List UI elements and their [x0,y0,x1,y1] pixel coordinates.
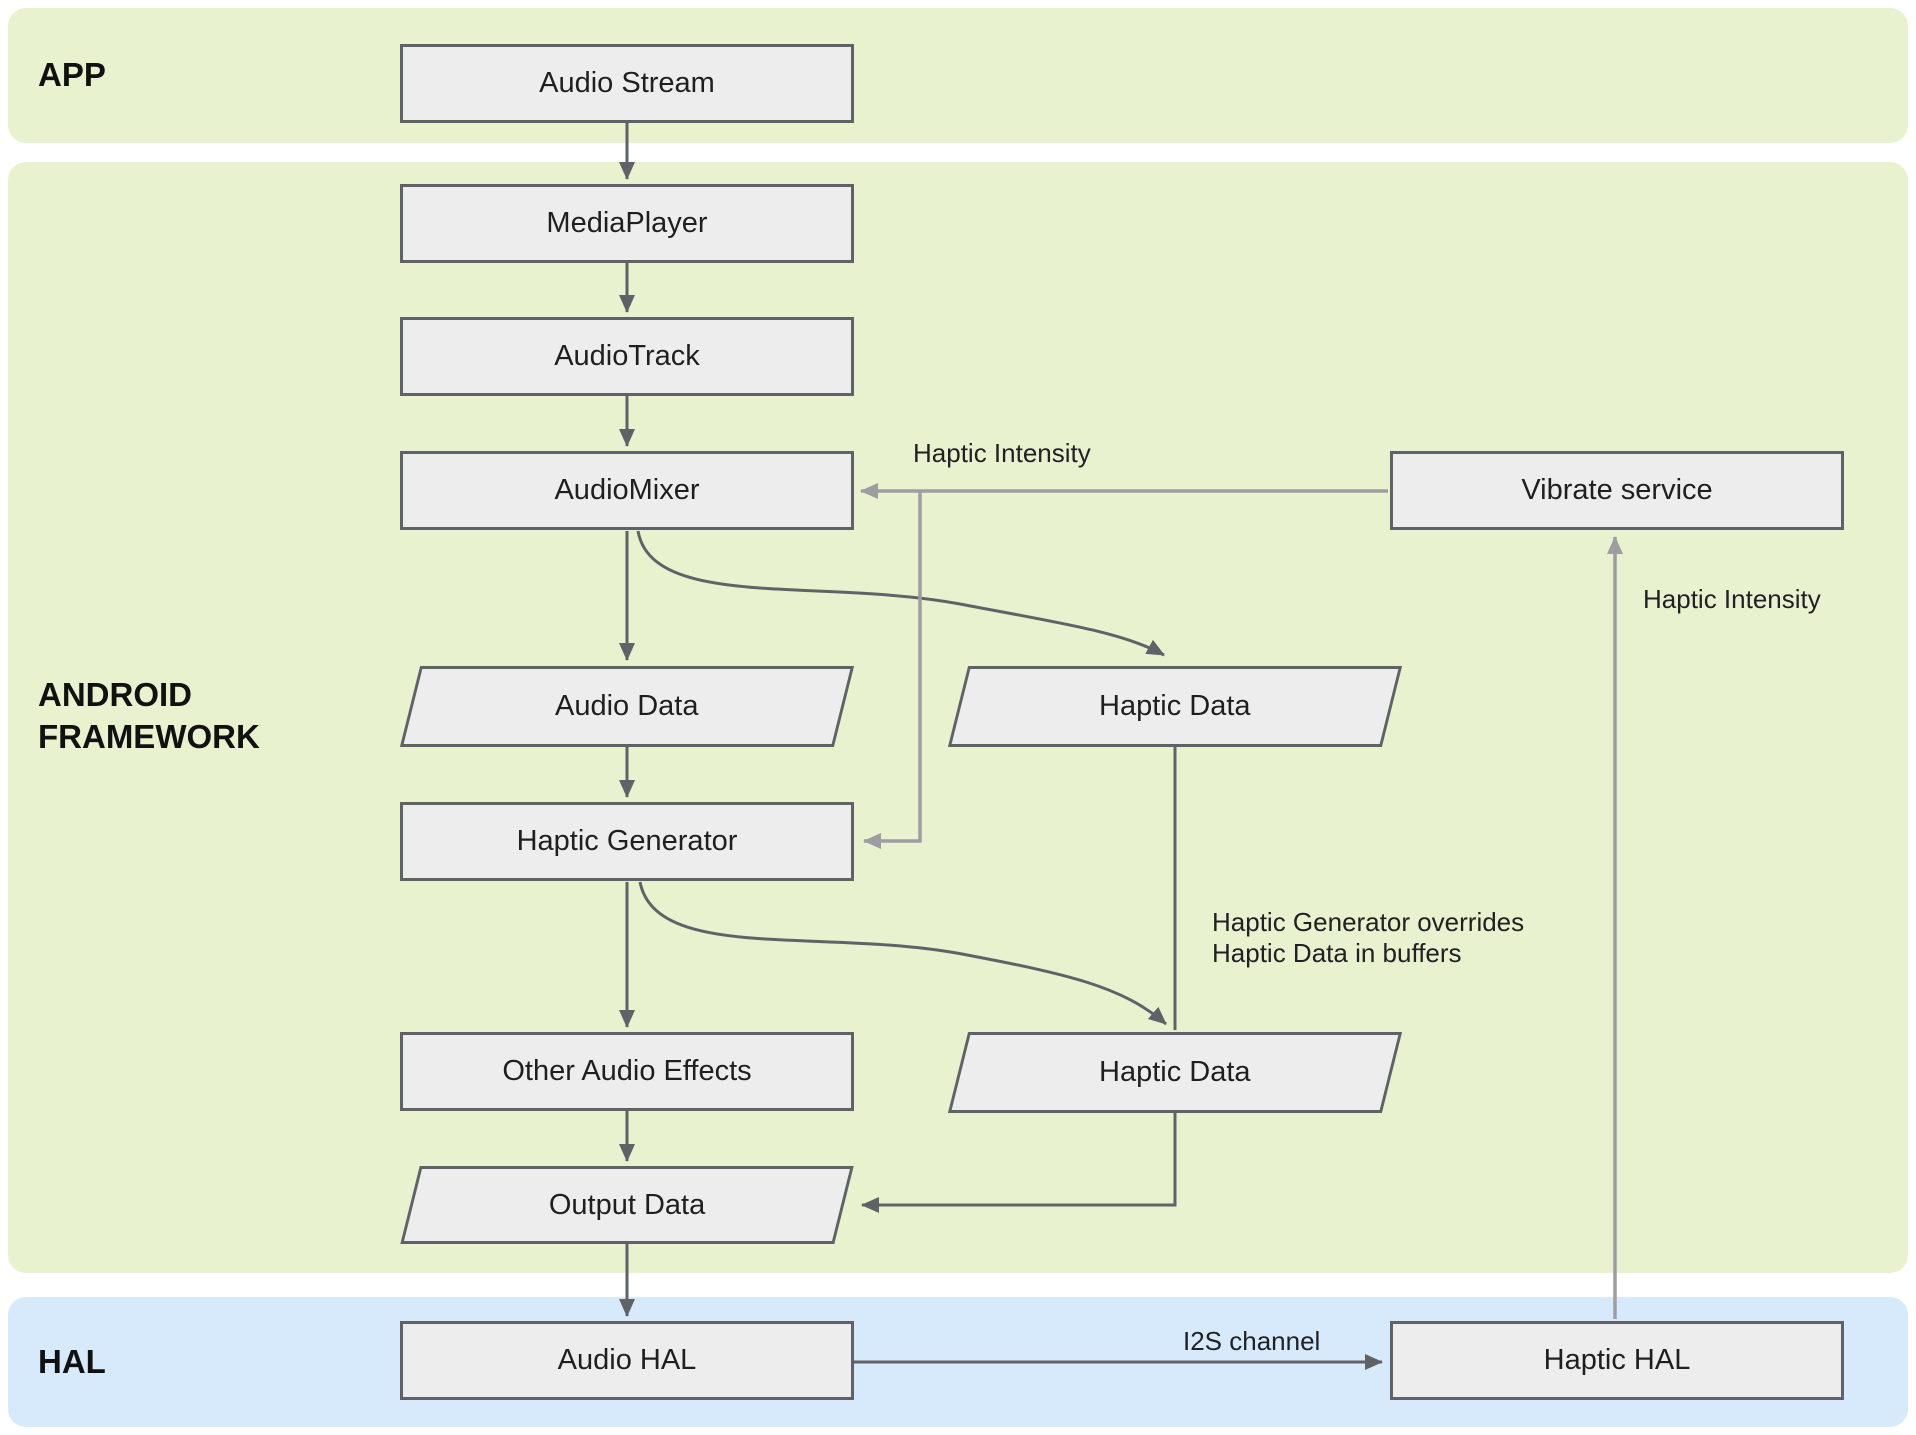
node-vibrate-service-label: Vibrate service [1521,474,1713,506]
node-audio-data: Audio Data [399,666,855,747]
node-media-player: MediaPlayer [400,184,854,263]
band-app [8,8,1908,143]
node-audio-hal: Audio HAL [400,1321,854,1400]
node-haptic-data-2-label: Haptic Data [1099,1056,1251,1088]
edge-hapticgenerator-hapticdata2 [638,881,1167,1026]
node-haptic-generator-label: Haptic Generator [516,825,738,857]
node-other-audio-effects-label: Other Audio Effects [502,1055,752,1087]
edge-vibrateservice-hapticgenerator [863,491,922,849]
node-audio-stream-label: Audio Stream [539,67,715,99]
label-haptic-intensity-to-mixer: Haptic Intensity [913,438,1091,468]
node-audio-track: AudioTrack [400,317,854,396]
label-i2s-channel: I2S channel [1183,1326,1321,1356]
node-audio-track-label: AudioTrack [554,340,700,372]
band-label-framework: ANDROID FRAMEWORK [38,676,260,755]
node-haptic-hal-label: Haptic HAL [1543,1344,1691,1376]
node-haptic-hal: Haptic HAL [1390,1321,1844,1400]
node-output-data: Output Data [400,1166,854,1244]
edge-hapticdata2-outputdata [861,1111,1177,1213]
node-media-player-label: MediaPlayer [546,207,708,239]
node-audio-data-label: Audio Data [555,690,699,722]
band-label-hal: HAL [38,1343,106,1380]
label-haptic-intensity-to-vibrate: Haptic Intensity [1643,584,1821,614]
band-label-app: APP [38,56,106,93]
node-haptic-data-1-label: Haptic Data [1099,690,1251,722]
node-haptic-data-1: Haptic Data [947,666,1403,747]
node-other-audio-effects: Other Audio Effects [400,1032,854,1111]
node-output-data-label: Output Data [548,1188,706,1221]
node-audio-hal-label: Audio HAL [557,1344,697,1376]
node-haptic-data-2: Haptic Data [947,1032,1403,1113]
label-override-note: Haptic Generator overrides Haptic Data i… [1212,907,1525,968]
node-vibrate-service: Vibrate service [1390,451,1844,530]
edge-audiomixer-hapticdata1 [636,530,1165,657]
node-audio-mixer-label: AudioMixer [554,474,700,506]
node-haptic-generator: Haptic Generator [400,802,854,881]
node-audio-mixer: AudioMixer [400,451,854,530]
node-audio-stream: Audio Stream [400,44,854,123]
